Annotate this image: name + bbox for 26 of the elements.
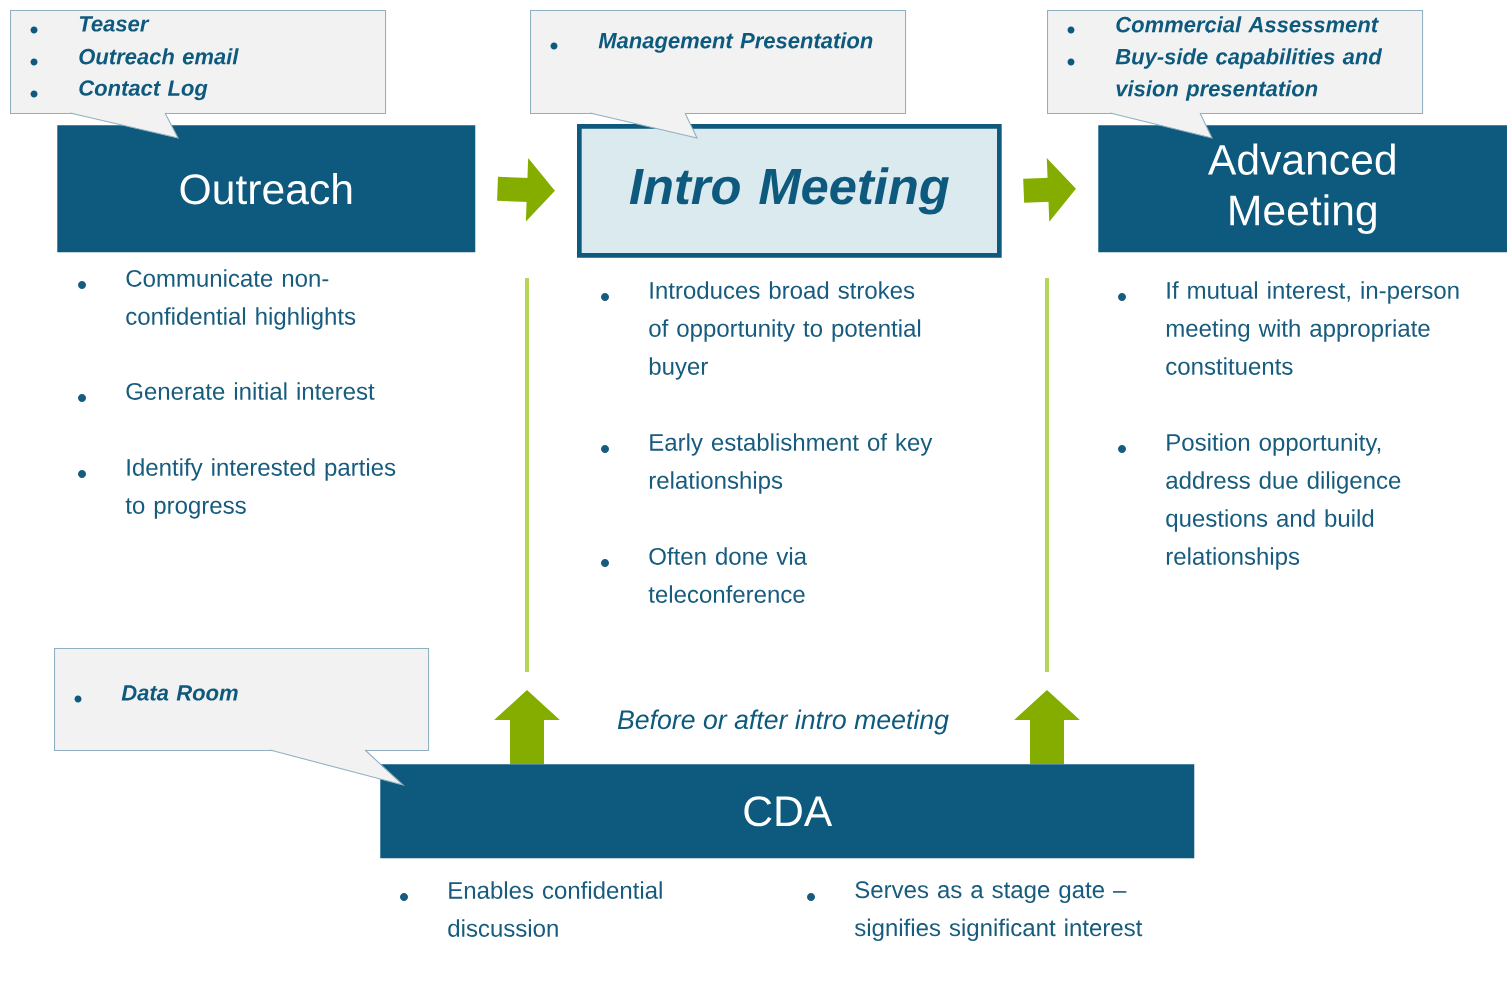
callout-text: Commercial Assessment [1116, 16, 1379, 33]
highlighted-stage-box: Intro Meeting [577, 124, 1002, 258]
bullet-text: Often done via teleconference [648, 547, 807, 603]
callout-box [1047, 10, 1424, 139]
bullet-text: Generate initial interest [126, 382, 375, 400]
callout-text: Buy-side capabilities and vision presentation [1115, 48, 1383, 101]
callout-text: Data Room [121, 685, 238, 701]
stage-box: Outreach [57, 125, 476, 253]
bullet-text: Enables confidential discussion [448, 881, 662, 937]
bullet-text: Position opportunity, address due diligence questions and build relationships [1166, 433, 1401, 570]
callout-box [54, 648, 430, 787]
callout-text: Outreach email [79, 48, 239, 65]
stage-box: Advanced Meeting [1098, 125, 1507, 253]
bullet-text: If mutual interest, in-person meeting with appropriate constituents [1166, 281, 1459, 375]
bullet-text: Communicate non-confidential highlights [126, 269, 356, 330]
bullet-text: Early establishment of key relationships [649, 433, 933, 494]
bullet-text: Introduces broad strokes of opportunity to potential buyer [649, 281, 921, 380]
callout-box [530, 10, 907, 139]
callout-text: Management Presentation [598, 32, 873, 53]
stage-box: CDA [380, 764, 1195, 859]
callout-text: Teaser [79, 16, 150, 32]
note-text: Before or after intro meeting [617, 709, 949, 735]
callout-text: Contact Log [79, 80, 208, 101]
bullet-text: Serves as a stage gate – signifies significant interest [854, 881, 1143, 941]
callout-box [10, 10, 387, 139]
bullet-text: Identify interested parties to progress [125, 458, 396, 519]
